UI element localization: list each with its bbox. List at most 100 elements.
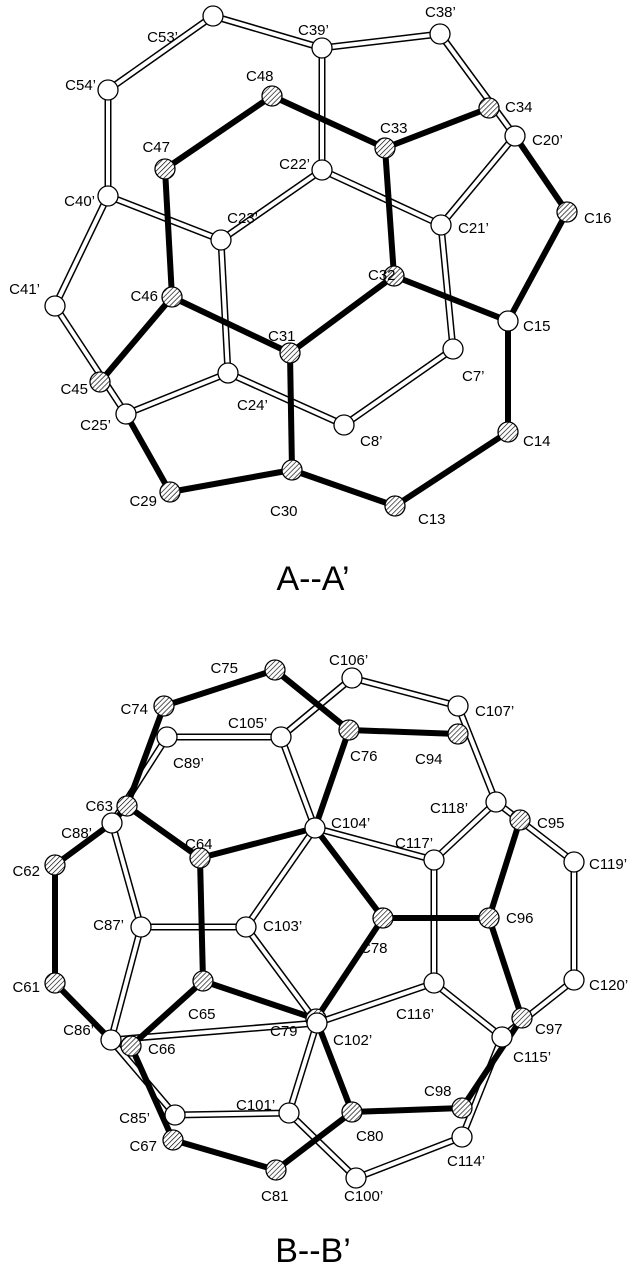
atom-b-c97	[511, 1007, 533, 1029]
atom-a-c29	[159, 481, 181, 503]
atom-a-c45	[89, 371, 111, 393]
atom-b-c76	[338, 719, 360, 741]
hollow-bond	[171, 1109, 293, 1119]
solid-bond	[392, 429, 511, 509]
atom-label-b-c105-prime: C105’	[228, 715, 267, 732]
solid-bond	[197, 825, 318, 861]
atom-label-a-c34: C34	[505, 99, 533, 116]
atom-b-c101-prime	[278, 1102, 300, 1124]
atom-b-c74	[153, 695, 175, 717]
atom-a-c31	[279, 342, 301, 364]
atom-b-c104-prime	[304, 817, 326, 839]
atom-b-c118-prime	[485, 791, 507, 813]
atom-b-c86-prime	[100, 1029, 122, 1051]
atom-b-c98	[451, 1097, 473, 1119]
atom-label-a-c38-prime: C38’	[425, 4, 456, 21]
atom-a-c46	[161, 286, 183, 308]
atom-label-a-c20-prime: C20’	[532, 132, 563, 149]
solid-bond	[382, 105, 492, 151]
atom-b-c66	[120, 1035, 142, 1057]
atom-label-a-c48: C48	[246, 68, 274, 85]
solid-bond	[313, 915, 386, 1022]
atom-label-a-c15: C15	[523, 318, 551, 335]
solid-bond	[512, 133, 570, 215]
solid-bond	[486, 915, 525, 1021]
solid-bond	[200, 978, 319, 1022]
atom-label-b-c79: C79	[270, 1023, 298, 1040]
solid-bond	[128, 978, 206, 1049]
hollow-bond	[108, 819, 145, 931]
atom-label-b-c62: C62	[12, 863, 40, 880]
atom-a-c24-prime	[217, 362, 239, 384]
atom-label-b-c65: C65	[188, 1006, 216, 1023]
hollow-bond	[454, 702, 500, 806]
hollow-bond	[277, 733, 319, 832]
atom-label-a-c54-prime: C54’	[65, 77, 96, 94]
atom-b-c100-prime	[345, 1167, 367, 1189]
atom-label-a-c39-prime: C39’	[298, 22, 329, 39]
solid-bond	[272, 667, 352, 733]
solid-bond	[161, 667, 278, 709]
atom-label-b-c85-prime: C85’	[119, 1110, 150, 1127]
atom-label-b-c114-prime: C114’	[447, 1153, 485, 1170]
atom-b-c119-prime	[563, 851, 585, 873]
solid-bond	[170, 1137, 279, 1173]
hollow-bond	[352, 1133, 466, 1182]
atom-label-a-c13: C13	[418, 511, 446, 528]
atom-label-b-c106-prime: C106’	[329, 652, 368, 669]
atom-b-c89-prime	[156, 726, 178, 748]
atom-label-a-c22-prime: C22’	[279, 156, 310, 173]
atom-label-a-c53-prime: C53’	[147, 29, 178, 46]
solid-bond	[169, 294, 293, 356]
solid-bond	[123, 411, 173, 495]
panel-a: C53’C39’C38’C54’C48C34C20’C33C47C22’C40’…	[9, 4, 611, 598]
atom-label-b-c74: C74	[120, 701, 148, 718]
panel-a-labels: C53’C39’C38’C54’C48C34C20’C33C47C22’C40’…	[9, 4, 611, 528]
atom-a-c40-prime	[97, 185, 119, 207]
hollow-bond	[224, 369, 348, 429]
atom-a-c16	[556, 201, 578, 223]
atom-label-a-c30: C30	[270, 503, 298, 520]
atom-b-c80	[341, 1101, 363, 1123]
atom-label-b-c61: C61	[12, 979, 40, 996]
atom-b-c116-prime	[423, 972, 445, 994]
atom-b-c105-prime	[270, 726, 292, 748]
hollow-bond	[348, 674, 462, 710]
solid-bond	[459, 1015, 525, 1111]
atom-label-b-c116-prime: C116’	[396, 1006, 434, 1023]
atom-label-b-c78: C78	[360, 940, 388, 957]
atom-a-c48	[261, 85, 283, 107]
atom-label-b-c96: C96	[506, 910, 534, 927]
atom-label-a-c33: C33	[380, 120, 408, 137]
atom-label-b-c104-prime: C104’	[331, 815, 370, 832]
hollow-bond	[437, 132, 519, 229]
atom-label-b-c63: C63	[85, 798, 113, 815]
atom-label-b-c89-prime: C89’	[173, 755, 204, 772]
solid-bond	[312, 727, 352, 831]
atom-label-a-c21-prime: C21’	[458, 220, 489, 237]
atom-label-b-c107-prime: C107’	[475, 703, 514, 720]
atom-label-a-c45: C45	[60, 381, 88, 398]
hollow-bond	[437, 221, 457, 353]
atom-label-b-c119-prime: C119’	[589, 856, 627, 873]
atom-b-c87-prime	[130, 916, 152, 938]
hollow-bond	[436, 30, 519, 140]
atom-a-c22-prime	[311, 159, 333, 181]
hollow-bond	[104, 12, 217, 94]
atom-a-c39-prime	[311, 37, 333, 59]
solid-bond	[97, 294, 175, 385]
atom-label-b-c88-prime: C88’	[61, 825, 92, 842]
atom-a-c25-prime	[115, 403, 137, 425]
panel-a-dark-bonds	[97, 93, 570, 509]
atom-b-c120-prime	[563, 969, 585, 991]
atom-a-c14	[497, 421, 519, 443]
atom-label-a-c31: C31	[268, 328, 296, 345]
hollow-bond	[318, 166, 445, 229]
atom-b-c75	[264, 659, 286, 681]
atom-label-b-c101-prime: C101’	[236, 1097, 275, 1114]
atom-b-c85-prime	[164, 1104, 186, 1126]
atom-label-a-c47: C47	[142, 139, 170, 156]
solid-bond	[287, 350, 295, 473]
